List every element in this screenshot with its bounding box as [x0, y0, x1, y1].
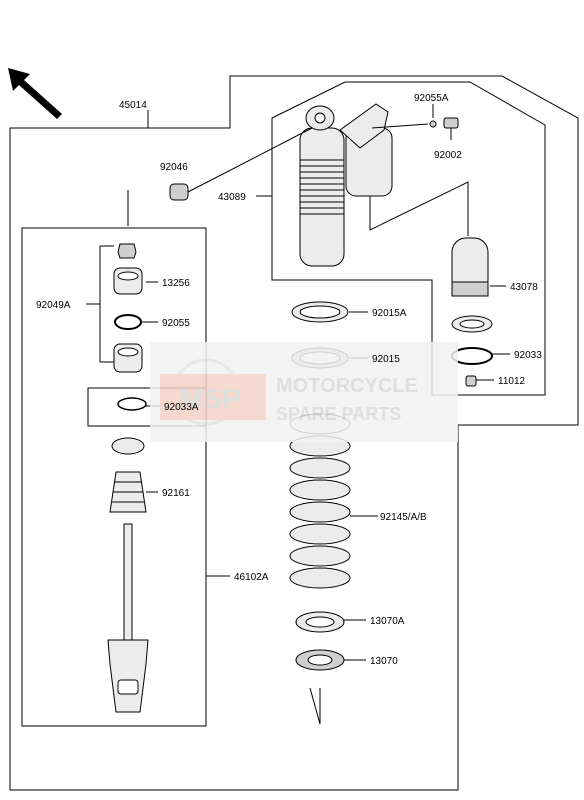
o-ring-92055: [115, 315, 141, 329]
label-46102a: 46102A: [234, 572, 269, 583]
label-92002: 92002: [434, 150, 462, 161]
washer-part: [112, 438, 144, 454]
piston-rod-46102a: [108, 524, 148, 712]
bush-13256: [114, 268, 142, 294]
nut-part: [118, 244, 136, 258]
label-43078: 43078: [510, 282, 538, 293]
label-92015: 92015: [372, 354, 400, 365]
o-ring-92055a: [430, 121, 436, 127]
label-13070: 13070: [370, 656, 398, 667]
reservoir-cap-43078: [452, 238, 488, 296]
collar-part: [452, 316, 492, 332]
label-13256: 13256: [162, 278, 190, 289]
label-43089: 43089: [218, 192, 246, 203]
label-92033: 92033: [514, 350, 542, 361]
screw-92002: [444, 118, 458, 128]
watermark: MSP MOTORCYCLE SPARE PARTS: [150, 342, 458, 442]
watermark-line2: SPARE PARTS: [276, 404, 401, 424]
label-92046: 92046: [160, 162, 188, 173]
spring-guide-13070: [296, 650, 344, 670]
label-92015a: 92015A: [372, 308, 407, 319]
cap-11012: [466, 376, 476, 386]
label-92055: 92055: [162, 318, 190, 329]
label-92055a: 92055A: [414, 93, 449, 104]
bump-stop-92161: [110, 472, 146, 512]
front-direction-arrow-icon: [8, 68, 62, 119]
label-92161: 92161: [162, 488, 190, 499]
bush-lower: [114, 344, 142, 372]
nut-92015a: [292, 302, 348, 322]
shock-body-43089: [300, 104, 392, 266]
label-13070a: 13070A: [370, 616, 405, 627]
label-45014: 45014: [119, 100, 147, 111]
spring-guide-13070a: [296, 612, 344, 632]
watermark-line1: MOTORCYCLE: [276, 375, 418, 397]
bush-92046: [170, 184, 188, 200]
label-92145ab: 92145/A/B: [380, 512, 427, 523]
label-11012: 11012: [498, 376, 526, 387]
label-92049a: 92049A: [36, 300, 71, 311]
label-92033a: 92033A: [164, 402, 199, 413]
seal-92033a: [118, 398, 146, 410]
